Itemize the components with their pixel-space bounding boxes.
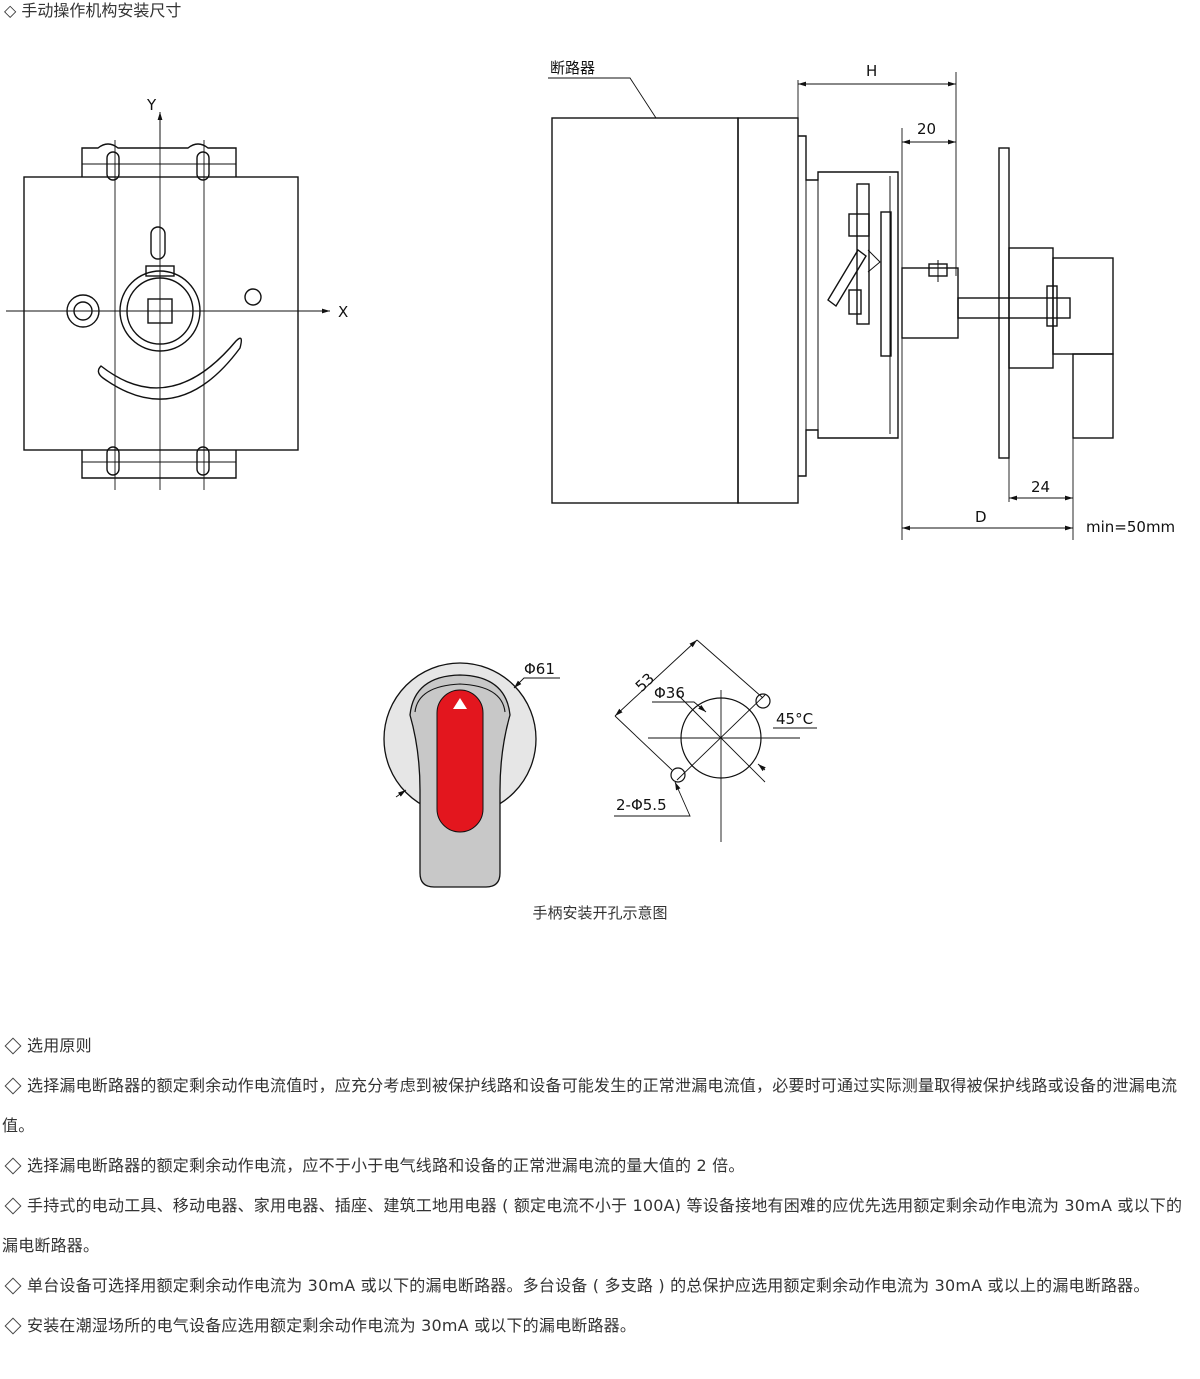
dim-phi36: Φ36 bbox=[654, 684, 685, 702]
selection-principles: 选用原则 选择漏电断路器的额定剩余动作电流值时，应充分考虑到被保护线路和设备可能… bbox=[2, 1026, 1198, 1346]
principle-item: 安装在潮湿场所的电气设备应选用额定剩余动作电流为 30mA 或以下的漏电断路器。 bbox=[2, 1306, 1198, 1346]
dim-45: 45°C bbox=[776, 710, 813, 728]
dim-20: 20 bbox=[917, 120, 936, 138]
diamond-icon bbox=[4, 1037, 22, 1054]
diamond-icon bbox=[4, 1197, 22, 1214]
principle-item: 选择漏电断路器的额定剩余动作电流，应不于小于电气线路和设备的正常泄漏电流的量大值… bbox=[2, 1146, 1198, 1186]
dim-h: H bbox=[866, 62, 877, 80]
axis-x-label: X bbox=[338, 303, 348, 321]
installation-drawing: Y X bbox=[6, 59, 1175, 888]
cutout-view bbox=[614, 639, 817, 842]
principles-title: 选用原则 bbox=[2, 1026, 1198, 1066]
diamond-icon bbox=[4, 1077, 22, 1094]
mounting-bracket bbox=[798, 135, 899, 477]
handle-red-insert bbox=[436, 689, 484, 833]
shaft-housing bbox=[901, 267, 959, 339]
figure-caption: 手柄安装开孔示意图 bbox=[532, 904, 668, 922]
diamond-icon bbox=[4, 1277, 22, 1294]
front-view bbox=[6, 112, 330, 490]
breaker-body bbox=[551, 117, 739, 504]
front-body bbox=[23, 176, 299, 451]
arc-slot bbox=[97, 337, 243, 400]
axis-y-label: Y bbox=[146, 96, 157, 114]
label-breaker: 断路器 bbox=[550, 59, 595, 77]
note-min: min=50mm bbox=[1086, 518, 1175, 536]
dim-24: 24 bbox=[1031, 478, 1050, 496]
diamond-icon bbox=[4, 1157, 22, 1174]
shaft bbox=[957, 297, 1071, 319]
bottom-mount-ear bbox=[81, 450, 237, 479]
handle-view bbox=[383, 662, 560, 888]
indicator-triangle bbox=[453, 698, 467, 709]
mount-hole-lower bbox=[670, 767, 686, 783]
dim-holes: 2-Φ5.5 bbox=[616, 796, 667, 814]
principle-item: 选择漏电断路器的额定剩余动作电流值时，应充分考虑到被保护线路和设备可能发生的正常… bbox=[2, 1076, 1178, 1135]
principle-item: 手持式的电动工具、移动电器、家用电器、插座、建筑工地用电器 ( 额定电流不小于 … bbox=[2, 1196, 1183, 1255]
top-mount-ear bbox=[81, 143, 237, 177]
dim-phi61: Φ61 bbox=[524, 660, 555, 678]
principle-item: 单台设备可选择用额定剩余动作电流为 30mA 或以下的漏电断路器。多台设备 ( … bbox=[2, 1266, 1198, 1306]
handle-side bbox=[1052, 257, 1114, 355]
section-title: ◇ 手动操作机构安装尺寸 bbox=[4, 1, 182, 20]
door-panel bbox=[998, 147, 1010, 459]
diamond-icon bbox=[4, 1317, 22, 1334]
side-view bbox=[548, 72, 1114, 540]
mount-hole-upper bbox=[755, 693, 771, 709]
dim-d: D bbox=[975, 508, 987, 526]
